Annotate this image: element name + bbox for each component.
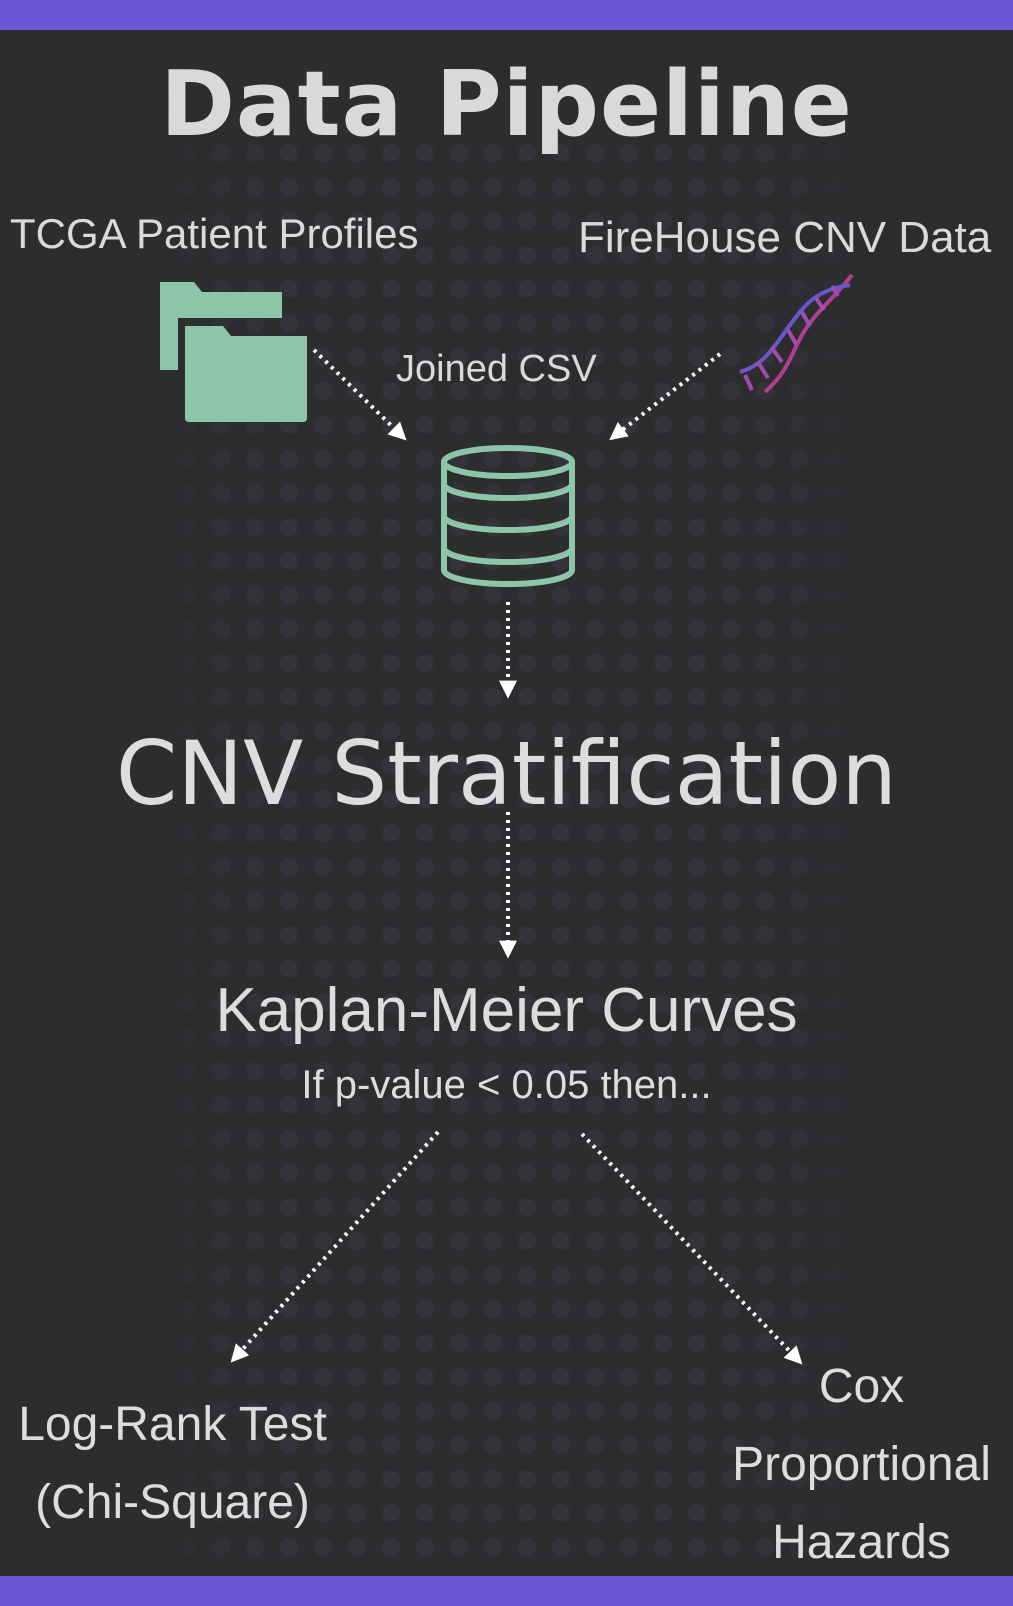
output-log-rank-line-2: (Chi-Square): [35, 1476, 310, 1529]
page-title: Data Pipeline: [160, 52, 853, 157]
arrow-folder-to-database: [312, 348, 407, 441]
folder-icon: [160, 282, 307, 422]
source-label-tcga: TCGA Patient Profiles: [10, 210, 419, 257]
arrow-km-to-cox: [580, 1132, 803, 1365]
output-cox-line-1: Cox: [818, 1360, 905, 1413]
stage-kaplan-meier: Kaplan-Meier Curves: [215, 976, 798, 1045]
top-accent-bar: [0, 0, 1013, 30]
output-log-rank-line-1: Log-Rank Test: [18, 1398, 327, 1451]
output-log-rank-test: Log-Rank Test (Chi-Square): [0, 1386, 345, 1542]
database-icon: [441, 445, 575, 587]
stage-condition: If p-value < 0.05 then...: [301, 1063, 712, 1107]
merge-label: Joined CSV: [396, 348, 597, 390]
dna-icon: [739, 273, 854, 394]
source-label-firehouse: FireHouse CNV Data: [578, 213, 992, 262]
stage-cnv-stratification: CNV Stratification: [115, 722, 898, 825]
output-cox-hazards: Cox Proportional Hazards: [710, 1348, 1013, 1582]
arrow-km-to-logrank: [230, 1130, 440, 1363]
arrow-dna-to-database: [609, 352, 722, 441]
output-cox-line-3: Hazards: [772, 1516, 951, 1569]
bottom-accent-bar: [0, 1576, 1013, 1606]
output-cox-line-2: Proportional: [732, 1438, 991, 1491]
